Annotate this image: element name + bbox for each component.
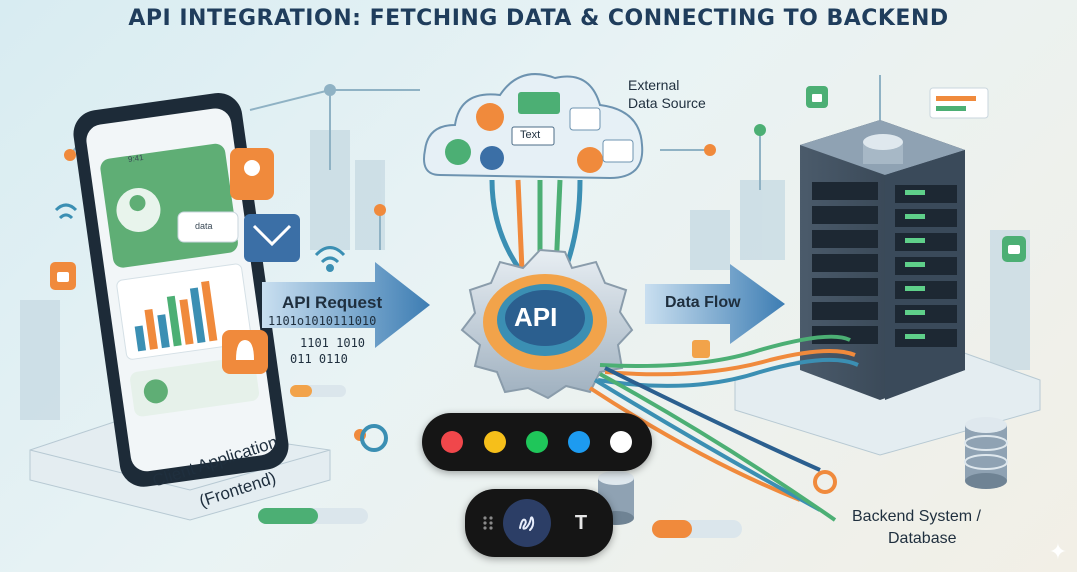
api-label: API [514,302,558,332]
data-flow-label: Data Flow [665,294,741,311]
city-skyline-background [20,130,1030,420]
data-flow-arrow [645,264,785,344]
lock-icon [1002,236,1026,262]
external-label-line2: Data Source [628,95,706,111]
api-gear [460,248,634,400]
progress-bar [929,87,989,119]
color-swatch-green[interactable] [526,431,548,453]
binary-text: 011 0110 [290,352,348,366]
lock-icon [692,340,710,358]
sparkle-icon: ✦ [1048,539,1068,564]
backend-label-line2: Database [888,530,957,547]
server-status-leds [905,190,925,339]
text-tool-button[interactable]: T [561,503,601,543]
pen-tool-button[interactable] [503,499,551,547]
drag-handle-icon[interactable] [477,511,499,535]
color-swatch-white[interactable] [610,431,632,453]
data-cables [588,334,859,522]
text-tool-label: T [574,511,588,534]
color-palette-toolbar [422,413,652,471]
api-request-label: API Request [282,293,383,312]
progress-bar [258,508,368,524]
external-label-line1: External [628,77,680,93]
wifi-icon [54,203,78,220]
drawing-tools-toolbar: T [465,489,613,557]
envelope-icon [244,214,300,262]
progress-bar [652,520,742,538]
color-swatch-blue[interactable] [568,431,590,453]
api-request-arrow [262,262,430,348]
color-swatch-red[interactable] [441,431,463,453]
binary-text: 1101o1010111010 [268,314,377,328]
pen-scribble-icon [519,516,535,531]
page-title: API INTEGRATION: FETCHING DATA & CONNECT… [128,6,949,31]
progress-bar [290,385,346,397]
chat-bubble-icon [230,148,274,200]
lock-icon [50,262,76,290]
database-icon [964,417,1008,489]
backend-label-line1: Backend System / [852,508,981,525]
data-card [177,211,239,243]
color-swatch-yellow[interactable] [484,431,506,453]
wifi-icon [314,246,346,272]
lock-icon [806,86,828,108]
phone-data-card-label: data [195,221,213,231]
small-gear-icon [813,470,837,494]
connector-nodes [64,84,766,441]
server-rack-units [812,182,957,347]
binary-text: 1101 1010 [300,336,366,350]
sync-icon [360,424,388,452]
external-data-cloud [423,73,644,180]
cloud-text-chip: Text [520,129,541,141]
bell-icon [222,330,268,374]
